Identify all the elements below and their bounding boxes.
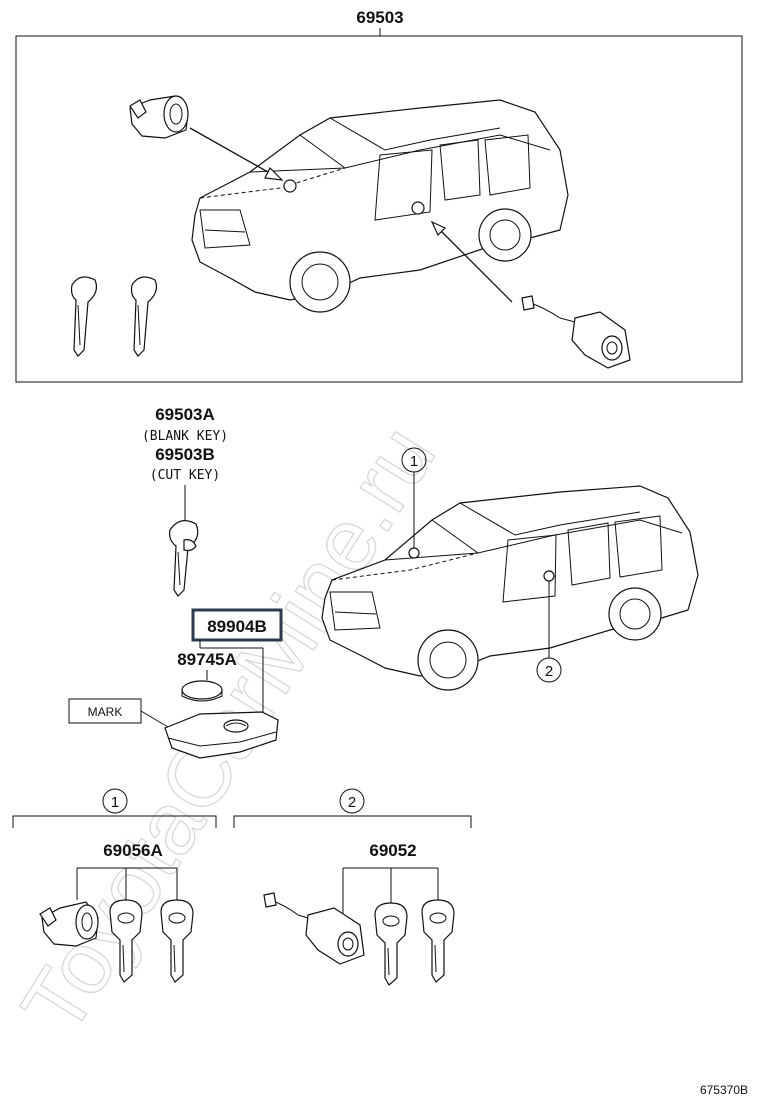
blank-key-note: (BLANK KEY) [142,429,228,444]
highlighted-part-box [191,608,283,642]
kit-part-number[interactable]: 69503 [356,8,403,27]
group-one-bracket [12,815,217,828]
battery-icon [181,680,223,702]
group-two-callout: 2 [348,794,356,811]
location-callout-2: 2 [536,581,562,683]
key-blade-icon [70,276,98,357]
ignition-cylinder-icon [129,95,189,139]
door-lock-point [411,201,425,215]
location-1-number: 1 [410,453,418,470]
vehicle-top-illustration [191,99,569,313]
door-cylinder-icon [263,892,365,965]
mark-label: MARK [88,705,123,719]
group-two: 2 69052 [233,788,472,986]
toyota-key-icon [109,899,143,983]
smart-key-fob-icon [164,711,279,759]
kit-frame [15,35,743,383]
group-two-part-number[interactable]: 69052 [369,841,416,860]
toyota-key-icon [421,899,455,983]
smart-key-part-number[interactable]: 89904B [207,617,267,636]
key-blank-labels: 69503A (BLANK KEY) 69503B (CUT KEY) [142,405,228,520]
location-1-point [408,547,420,559]
remote-section: 89904B 89745A MARK [68,608,283,759]
hood-lock-point [283,179,297,193]
location-callout-1: 1 [401,447,427,548]
toyota-key-icon [160,899,194,983]
group-two-bracket [233,815,472,828]
group-one: 1 69056A [12,788,217,983]
kit-box: 69503 [15,8,743,383]
ignition-cylinder-icon [39,901,99,947]
location-2-number: 2 [545,663,553,680]
arrow-to-hood [189,127,283,181]
group-one-callout: 1 [111,794,119,811]
battery-part-number[interactable]: 89745A [177,650,237,669]
cut-key-note: (CUT KEY) [150,468,220,483]
key-blade-icon [130,276,158,357]
door-cylinder-icon [521,295,631,369]
group-one-part-number[interactable]: 69056A [103,841,163,860]
vehicle-location-illustration [321,485,699,691]
cut-key-part-number[interactable]: 69503B [155,445,215,464]
key-blade-icon [169,520,199,597]
location-2-point [543,570,555,582]
toyota-key-icon [374,902,408,986]
arrow-to-door [431,221,513,303]
blank-key-part-number[interactable]: 69503A [155,405,215,424]
illustration-code: 675370B [700,1083,748,1097]
